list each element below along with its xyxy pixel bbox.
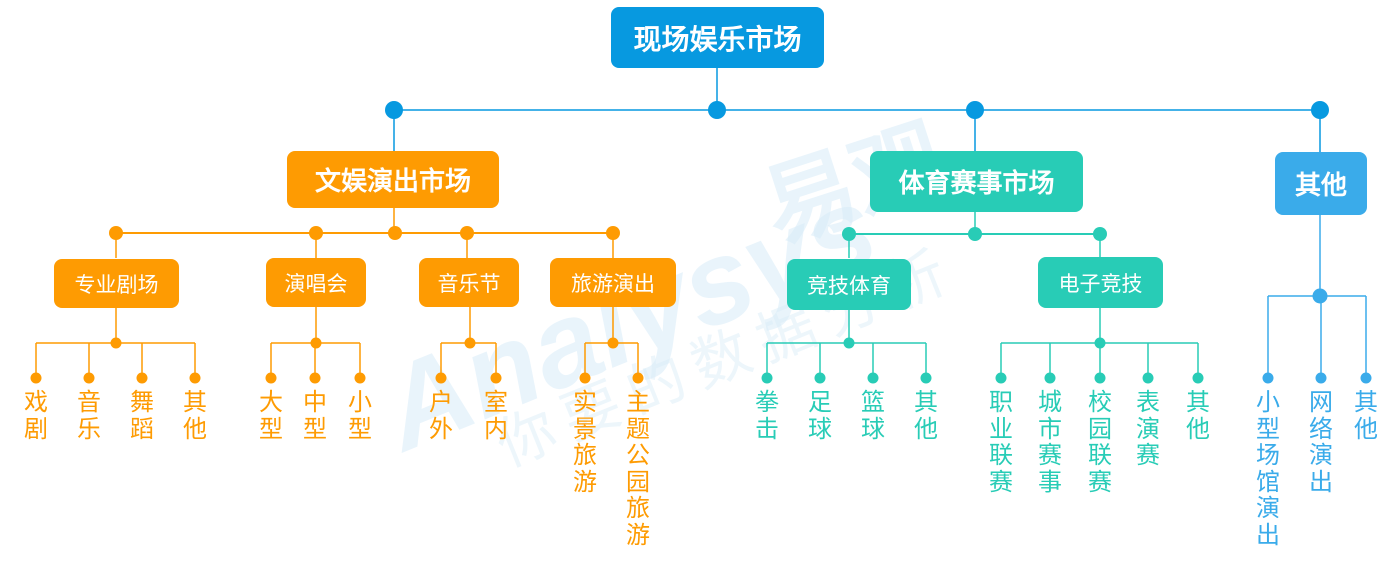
ent-dot xyxy=(606,226,620,240)
leaf-label: 城市赛事 xyxy=(1038,388,1062,496)
level1-dot xyxy=(966,101,984,119)
sport-dot xyxy=(842,227,856,241)
leaf-dot xyxy=(814,372,826,384)
sub-tourism-performance: 旅游演出 xyxy=(550,258,676,307)
sub-concert: 演唱会 xyxy=(266,258,366,307)
sub-competitive-sports: 竞技体育 xyxy=(787,259,911,310)
level1-dot xyxy=(1311,101,1329,119)
ent-dot xyxy=(460,226,474,240)
leaf-group-dot xyxy=(110,337,122,349)
branch-other: 其他 xyxy=(1275,152,1367,215)
leaf-dot xyxy=(1044,372,1056,384)
sport-dot xyxy=(968,227,982,241)
leaf-label: 校园联赛 xyxy=(1088,388,1112,496)
level1-dot xyxy=(385,101,403,119)
leaf-dot xyxy=(1315,372,1327,384)
leaf-dot xyxy=(995,372,1007,384)
leaf-label: 舞蹈 xyxy=(130,388,154,443)
leaf-label: 小型 xyxy=(348,388,372,443)
leaf-label: 音乐 xyxy=(77,388,101,443)
leaf-group-dot xyxy=(607,337,619,349)
leaf-dot xyxy=(1192,372,1204,384)
sub-esports: 电子竞技 xyxy=(1038,257,1163,308)
leaf-dot xyxy=(136,372,148,384)
leaf-group-dot xyxy=(1094,337,1106,349)
leaf-group-dot xyxy=(464,337,476,349)
leaf-label: 职业联赛 xyxy=(989,388,1013,496)
leaf-label: 小型场馆演出 xyxy=(1256,388,1280,549)
ent-dot xyxy=(109,226,123,240)
leaf-dot xyxy=(1142,372,1154,384)
leaf-dot xyxy=(309,372,321,384)
leaf-label: 表演赛 xyxy=(1136,388,1160,469)
leaf-dot xyxy=(354,372,366,384)
leaf-label: 戏剧 xyxy=(24,388,48,443)
leaf-group-dot xyxy=(1312,288,1328,304)
leaf-dot xyxy=(83,372,95,384)
leaf-dot xyxy=(867,372,879,384)
leaf-dot xyxy=(920,372,932,384)
leaf-label: 其他 xyxy=(183,388,207,443)
leaf-dot xyxy=(1360,372,1372,384)
leaf-dot xyxy=(632,372,644,384)
leaf-label: 主题公园旅游 xyxy=(626,388,650,549)
leaf-label: 其他 xyxy=(1186,388,1210,443)
sport-dot xyxy=(1093,227,1107,241)
leaf-group-dot xyxy=(843,337,855,349)
sub-professional-theater: 专业剧场 xyxy=(54,259,179,308)
leaf-dot xyxy=(189,372,201,384)
level1-dot xyxy=(708,101,726,119)
leaf-label: 其他 xyxy=(1354,388,1378,443)
root-node: 现场娱乐市场 xyxy=(611,7,824,68)
leaf-label: 室内 xyxy=(484,388,508,443)
leaf-label: 拳击 xyxy=(755,388,779,443)
leaf-dot xyxy=(30,372,42,384)
leaf-dot xyxy=(1262,372,1274,384)
ent-dot xyxy=(388,226,402,240)
leaf-label: 中型 xyxy=(303,388,327,443)
leaf-dot xyxy=(1094,372,1106,384)
leaf-label: 足球 xyxy=(808,388,832,443)
leaf-label: 实景旅游 xyxy=(573,388,597,496)
leaf-dot xyxy=(435,372,447,384)
leaf-dot xyxy=(579,372,591,384)
leaf-label: 户外 xyxy=(429,388,453,443)
ent-dot xyxy=(309,226,323,240)
branch-entertainment: 文娱演出市场 xyxy=(287,151,499,208)
leaf-dot xyxy=(265,372,277,384)
leaf-dot xyxy=(761,372,773,384)
leaf-label: 网络演出 xyxy=(1309,388,1333,496)
leaf-label: 其他 xyxy=(914,388,938,443)
sub-music-festival: 音乐节 xyxy=(419,258,519,307)
leaf-label: 大型 xyxy=(259,388,283,443)
leaf-dot xyxy=(490,372,502,384)
leaf-group-dot xyxy=(310,337,322,349)
branch-sports: 体育赛事市场 xyxy=(870,151,1083,212)
leaf-label: 篮球 xyxy=(861,388,885,443)
